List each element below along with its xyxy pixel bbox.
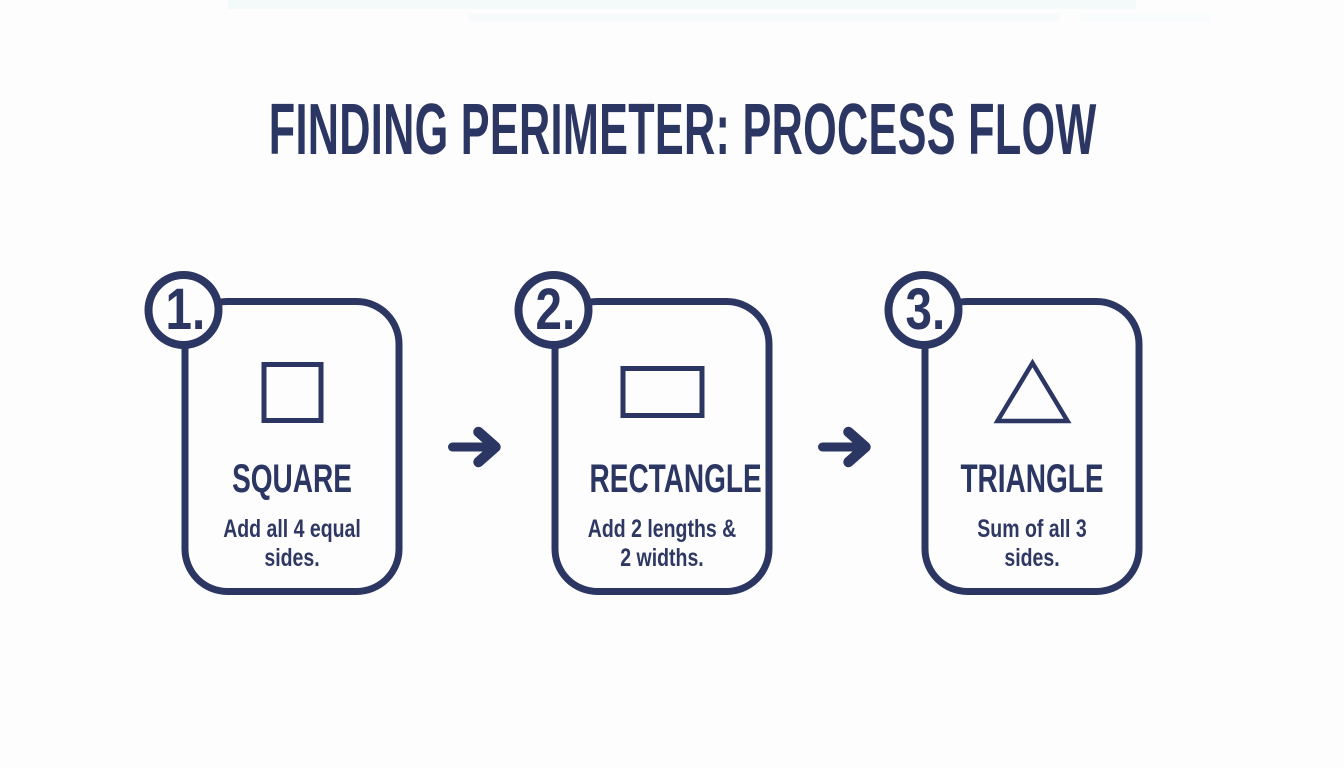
- rectangle-icon: [620, 366, 704, 418]
- step-number-badge: 3.: [884, 271, 963, 349]
- step-card-square: 1. SQUARE Add all 4 equal sides.: [144, 271, 403, 595]
- top-edge-artifact: [228, 0, 1136, 9]
- top-edge-artifact: [468, 13, 1060, 22]
- square-icon: [261, 361, 323, 423]
- step-number: 3.: [905, 277, 945, 342]
- step-label: TRIANGLE: [960, 457, 1104, 501]
- shape-icon-area: [929, 353, 1136, 431]
- step-label: SQUARE: [232, 457, 352, 501]
- description-line: Add 2 lengths &: [587, 515, 737, 543]
- description-line: Sum of all 3: [977, 515, 1087, 543]
- description-line: Add all 4 equal: [223, 515, 361, 543]
- top-edge-artifact: [1080, 13, 1210, 22]
- step-label: RECTANGLE: [589, 457, 762, 501]
- step-description: Sum of all 3 sides.: [929, 515, 1136, 573]
- page-title: FINDING PERIMETER: PROCESS FLOW: [268, 90, 1097, 170]
- shape-icon-area: [189, 353, 396, 431]
- step-number: 2.: [535, 277, 575, 342]
- flow-arrow: [773, 298, 922, 595]
- arrow-right-icon: [447, 426, 501, 467]
- description-line: sides.: [264, 544, 320, 572]
- step-number: 1.: [165, 277, 205, 342]
- step-number-badge: 2.: [514, 271, 593, 349]
- description-line: 2 widths.: [620, 544, 704, 572]
- step-card-rectangle: 2. RECTANGLE Add 2 lengths & 2 widths.: [514, 271, 773, 595]
- flow-arrow: [403, 298, 552, 595]
- step-description: Add 2 lengths & 2 widths.: [559, 515, 766, 573]
- description-line: sides.: [1004, 544, 1060, 572]
- step-card-triangle: 3. TRIANGLE Sum of all 3 sides.: [884, 271, 1143, 595]
- process-flow: 1. SQUARE Add all 4 equal sides. 2.: [144, 271, 1143, 595]
- triangle-icon: [993, 358, 1071, 424]
- step-number-badge: 1.: [144, 271, 223, 349]
- shape-icon-area: [559, 353, 766, 431]
- step-description: Add all 4 equal sides.: [189, 515, 396, 573]
- arrow-right-icon: [817, 426, 871, 467]
